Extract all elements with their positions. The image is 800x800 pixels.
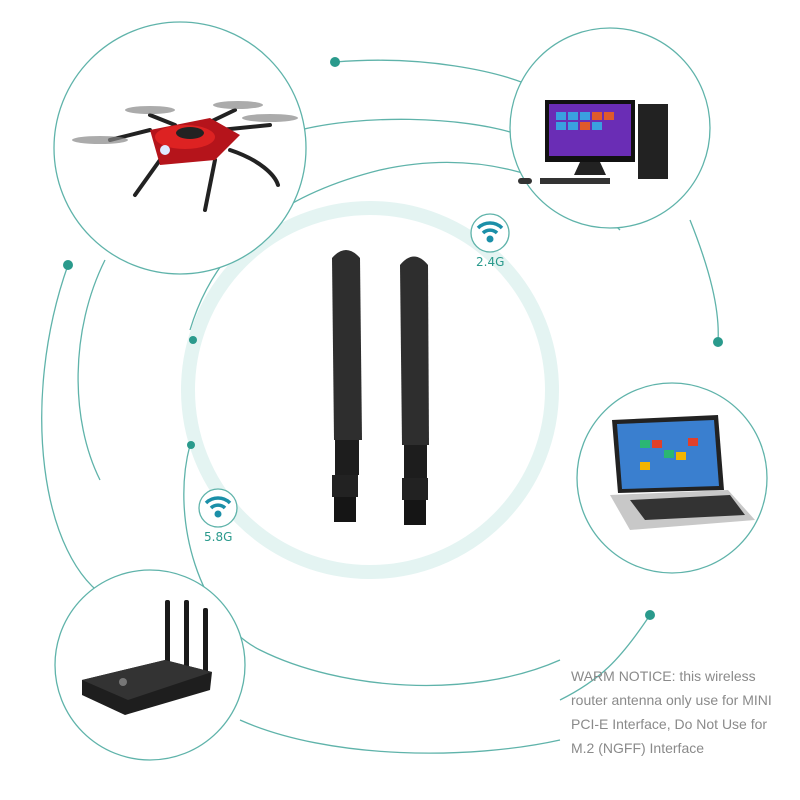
notice-line: router antenna only use for MINI bbox=[571, 692, 772, 708]
laptop-image bbox=[610, 415, 755, 530]
notice-line: M.2 (NGFF) Interface bbox=[571, 740, 705, 756]
wifi-icon-24 bbox=[470, 213, 510, 253]
wifi-icon-58 bbox=[198, 488, 238, 528]
antenna-right bbox=[400, 256, 429, 525]
connector-dots bbox=[63, 57, 723, 620]
dot bbox=[63, 260, 73, 270]
warm-notice: WARM NOTICE: this wireless router antenn… bbox=[571, 664, 796, 760]
drone-image bbox=[72, 101, 298, 212]
central-ring bbox=[181, 201, 559, 579]
band-label-24: 2.4G bbox=[476, 255, 505, 269]
notice-line: PCI-E Interface, Do Not Use for bbox=[571, 716, 768, 732]
router-image bbox=[82, 600, 212, 715]
antenna-left bbox=[332, 250, 362, 522]
desktop-computer-image bbox=[518, 100, 668, 184]
dot bbox=[330, 57, 340, 67]
notice-line: WARM NOTICE: this wireless bbox=[571, 668, 756, 684]
dot bbox=[189, 336, 197, 344]
dot bbox=[645, 610, 655, 620]
band-label-58: 5.8G bbox=[204, 530, 233, 544]
dot bbox=[187, 441, 195, 449]
dot bbox=[713, 337, 723, 347]
